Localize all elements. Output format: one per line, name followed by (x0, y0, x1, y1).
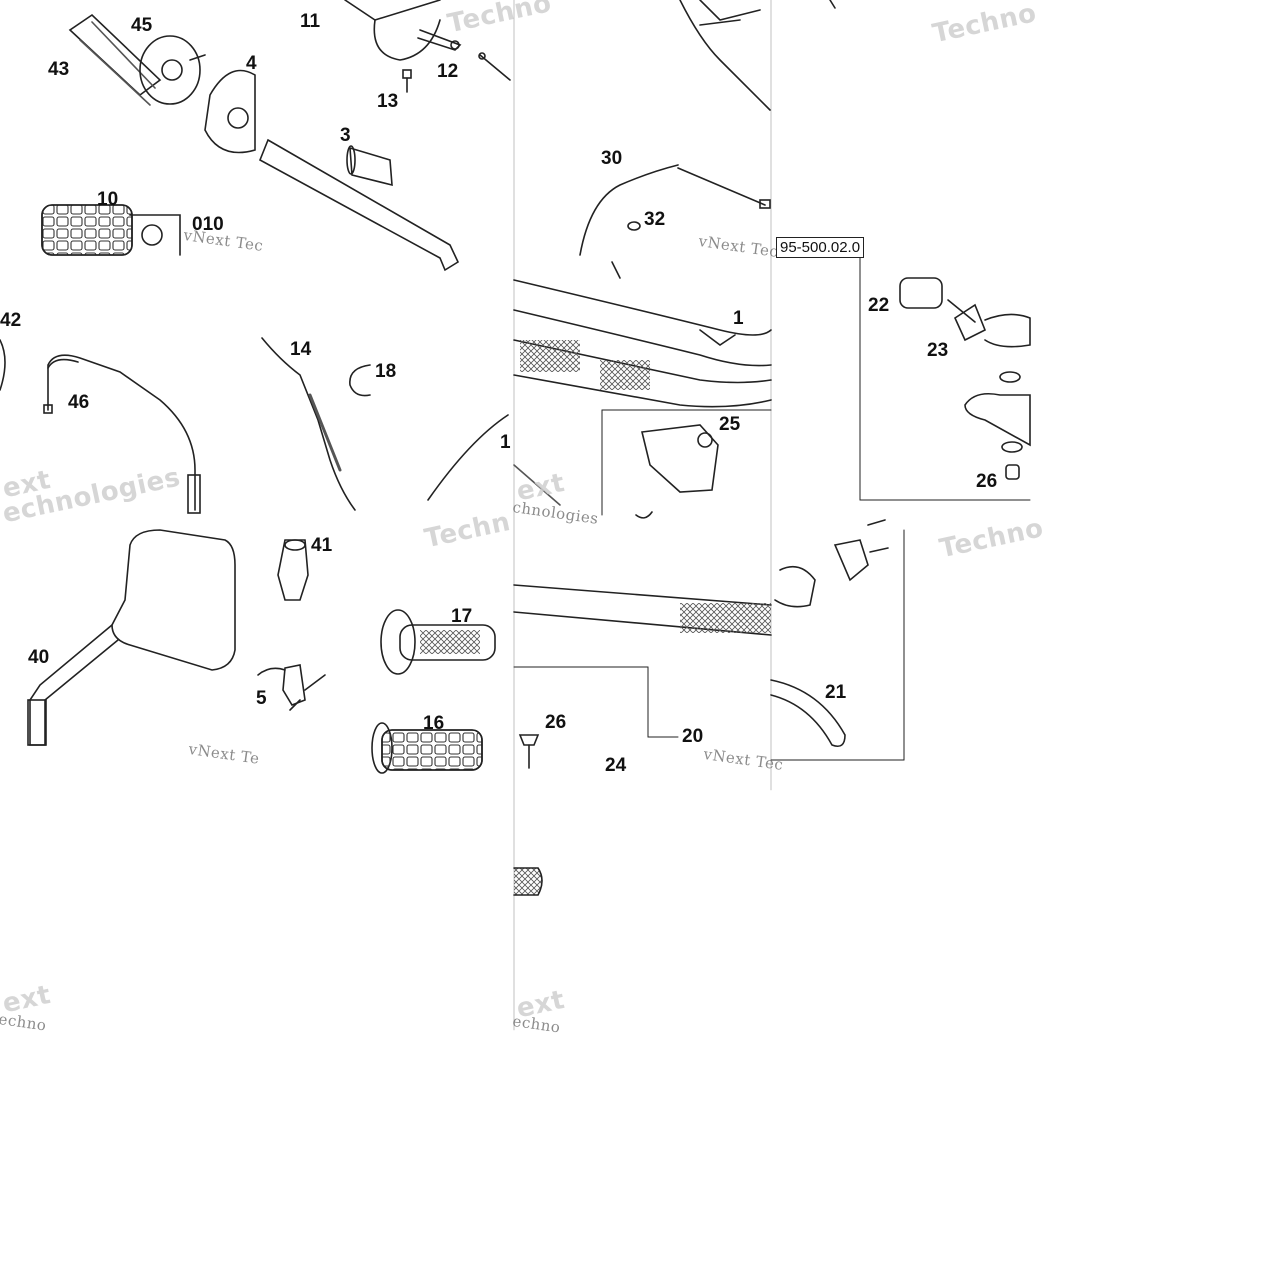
callout-43: 43 (48, 59, 70, 80)
callout-25: 25 (719, 414, 741, 435)
callout-14: 14 (290, 339, 312, 360)
lever-bracket-26 (964, 371, 1031, 480)
callout-46: 46 (68, 392, 90, 413)
callout-41: 41 (311, 535, 333, 556)
clamp-25 (635, 424, 719, 519)
callout-1-lower: 1 (500, 432, 511, 453)
callout-3: 3 (340, 125, 351, 146)
reference-code: 95-500.02.0 (776, 237, 865, 258)
bolt-13 (402, 69, 412, 93)
cable-46 (0, 339, 201, 514)
main-handlebar-1 (513, 279, 772, 408)
throttle-cover-4 (204, 69, 256, 154)
callout-frame (513, 257, 1031, 761)
handlebar-end-1 (427, 414, 561, 506)
callout-10: 10 (97, 189, 119, 210)
bolt-26 (518, 734, 540, 769)
switch-housing-11 (344, 0, 511, 81)
mirror-40 (27, 529, 236, 746)
lever-21 (770, 519, 889, 748)
callout-20: 20 (682, 726, 704, 747)
adjuster-22-23 (899, 277, 1031, 348)
grip-17 (380, 609, 496, 675)
fitting-5 (257, 664, 326, 711)
clamp-41 (277, 539, 309, 601)
callout-45: 45 (131, 15, 153, 36)
grip-end (513, 867, 543, 896)
callout-4: 4 (246, 53, 257, 74)
callout-18: 18 (375, 361, 397, 382)
callout-23: 23 (927, 340, 949, 361)
callout-21: 21 (825, 682, 847, 703)
callout-42: 42 (0, 310, 22, 331)
callout-11: 11 (300, 11, 321, 32)
cable-30 (579, 164, 771, 279)
callout-1: 1 (733, 308, 744, 329)
callout-24: 24 (605, 755, 627, 776)
callout-16: 16 (423, 713, 445, 734)
throttle-grip-assembly (68, 13, 206, 106)
callout-32: 32 (644, 209, 666, 230)
callout-22: 22 (868, 295, 890, 316)
callout-26-lower: 26 (545, 712, 567, 733)
callout-12: 12 (437, 61, 459, 82)
callout-26: 26 (976, 471, 998, 492)
callout-5: 5 (256, 688, 267, 709)
handlebar-3 (258, 138, 460, 272)
lower-handlebar (513, 584, 772, 636)
tile-edges (513, 0, 772, 1031)
grip-10 (41, 204, 181, 256)
callout-40: 40 (28, 647, 50, 668)
callout-13: 13 (377, 91, 399, 112)
callout-17: 17 (451, 606, 473, 627)
handlebar-upper-bend (679, 0, 836, 111)
callout-010: 010 (192, 214, 224, 235)
callout-30: 30 (601, 148, 623, 169)
grip-16 (371, 722, 483, 774)
cable-14 (261, 337, 371, 511)
